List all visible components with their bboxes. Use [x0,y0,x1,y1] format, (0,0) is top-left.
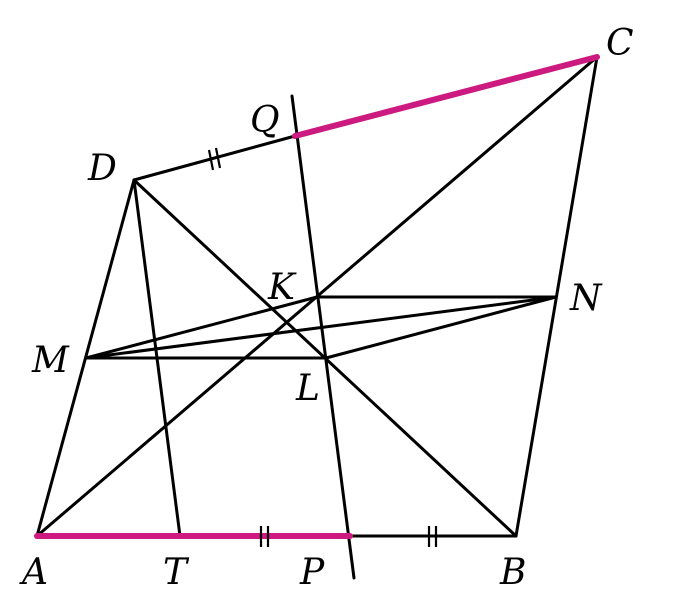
label-T: T [163,552,190,593]
label-C: C [606,23,634,64]
label-P: P [299,552,325,593]
tick-marks-PB [427,526,438,547]
tick-marks-DQ [207,147,222,171]
segment-MK [84,295,319,360]
highlight-QC [292,54,600,139]
tick-marks-TP [259,526,270,547]
label-B: B [499,552,526,593]
label-K: K [267,267,297,308]
label-A: A [19,552,48,593]
segment-DQ [132,134,297,182]
label-L: L [295,368,320,409]
label-Q: Q [250,100,280,141]
segment-MN [84,295,558,360]
label-M: M [31,340,70,381]
label-D: D [87,148,117,189]
line-PQ [290,94,356,580]
label-N: N [569,278,603,319]
segment-LN [324,295,558,360]
